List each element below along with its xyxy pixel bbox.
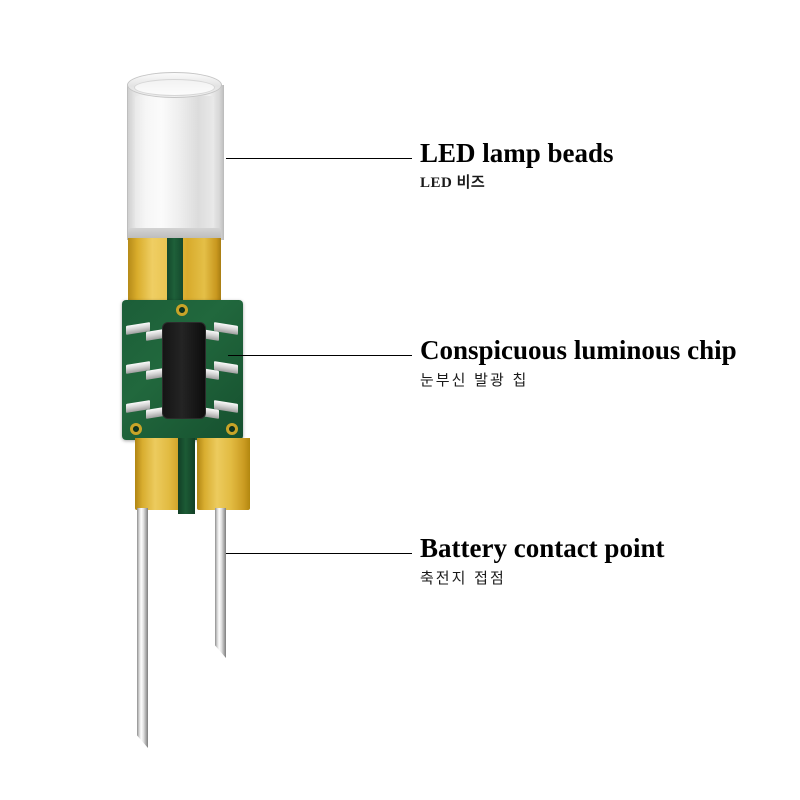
battery-contact-pin-right-tip — [215, 628, 226, 658]
callout-led-lamp-beads: LED lamp beads LED 비즈 — [420, 140, 614, 191]
callout-subtitle-led-lamp-beads: LED 비즈 — [420, 175, 486, 191]
callout-subtitle-luminous-chip: 눈부신 발광 칩 — [420, 371, 529, 389]
led-product-illustration — [122, 72, 250, 748]
callout-luminous-chip: Conspicuous luminous chip 눈부신 발광 칩 — [420, 337, 737, 388]
chip-ic-package — [162, 322, 206, 419]
leader-line-battery-contact — [226, 553, 412, 554]
gold-body-lower-right — [197, 438, 250, 510]
callout-title-battery-contact: Battery contact point — [420, 533, 665, 563]
callout-title-led-lamp-beads: LED lamp beads — [420, 138, 614, 168]
mounting-hole-bottom-right — [226, 423, 238, 435]
callout-title-luminous-chip: Conspicuous luminous chip — [420, 335, 737, 365]
pcb-spine-lower — [178, 438, 195, 514]
leader-line-luminous-chip — [228, 355, 412, 356]
callout-battery-contact: Battery contact point 축전지 접점 — [420, 535, 664, 586]
mounting-hole-bottom-left — [130, 423, 142, 435]
pcb-spine-upper — [167, 238, 183, 306]
leader-line-led-lamp-beads — [226, 158, 412, 159]
battery-contact-pin-left-tip — [137, 718, 148, 748]
mounting-hole-top — [176, 304, 188, 316]
led-lens-bottom-rim — [128, 228, 221, 240]
led-lens-inner — [135, 96, 214, 228]
callout-subtitle-battery-contact: 축전지 접점 — [420, 569, 506, 587]
battery-contact-pin-left — [137, 508, 148, 720]
battery-contact-pin-right — [215, 508, 226, 630]
led-lens-top-inner — [134, 79, 215, 96]
